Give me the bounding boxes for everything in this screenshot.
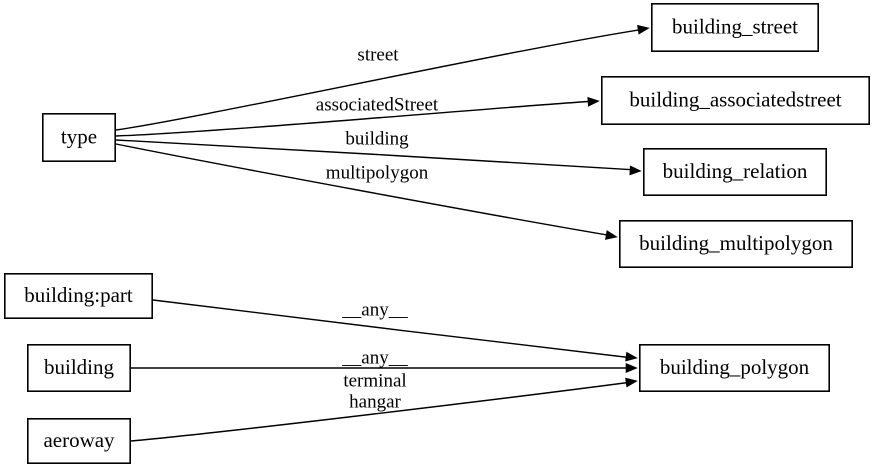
node-label: building_multipolygon bbox=[639, 231, 833, 255]
arrowhead-icon bbox=[625, 377, 638, 388]
node-building_relation[interactable]: building_relation bbox=[642, 148, 827, 197]
edges-layer bbox=[115, 24, 650, 442]
node-building_associatedstreet[interactable]: building_associatedstreet bbox=[600, 76, 870, 126]
edge-line bbox=[115, 143, 614, 237]
edge-label-aeroway-terminal-hangar: hangar bbox=[349, 391, 401, 412]
edge-line bbox=[115, 139, 638, 171]
edge-label-building-any: __any__ bbox=[341, 347, 408, 368]
node-box[interactable] bbox=[600, 76, 870, 126]
node-label: building_street bbox=[672, 14, 798, 38]
edge-aeroway-terminal-hangar bbox=[130, 377, 638, 442]
edge-label-type-associatedstreet: associatedStreet bbox=[316, 94, 439, 115]
edge-type-street bbox=[115, 24, 650, 131]
edge-type-associatedstreet bbox=[115, 96, 600, 137]
arrowhead-icon bbox=[587, 96, 600, 107]
edge-line bbox=[152, 299, 634, 359]
node-box[interactable] bbox=[4, 272, 153, 319]
node-building[interactable]: building bbox=[26, 343, 132, 392]
node-building_polygon[interactable]: building_polygon bbox=[638, 343, 830, 392]
node-aeroway[interactable]: aeroway bbox=[26, 417, 132, 464]
edge-line bbox=[115, 28, 646, 131]
arrowhead-icon bbox=[625, 351, 638, 362]
node-label: building bbox=[44, 355, 115, 379]
node-box[interactable] bbox=[26, 343, 132, 392]
node-type[interactable]: type bbox=[41, 113, 117, 163]
edge-label-buildingpart-any: __any__ bbox=[341, 299, 408, 320]
edge-label-type-street: street bbox=[357, 44, 399, 65]
edge-type-multipolygon bbox=[115, 143, 618, 240]
arrowhead-icon bbox=[637, 24, 650, 35]
edge-labels-layer: street associatedStreet building multipolyg… bbox=[316, 44, 439, 412]
node-label: type bbox=[61, 124, 97, 148]
arrowhead-icon bbox=[629, 165, 642, 176]
arrowhead-icon bbox=[625, 363, 638, 373]
node-label: building:part bbox=[24, 283, 133, 307]
node-label: aeroway bbox=[43, 428, 115, 452]
node-box[interactable] bbox=[650, 2, 819, 53]
arrowhead-icon bbox=[605, 230, 618, 240]
edge-buildingpart-any bbox=[152, 299, 638, 362]
edge-label-aeroway-terminal-hangar: terminal bbox=[343, 370, 406, 391]
edge-line bbox=[130, 381, 633, 442]
node-box[interactable] bbox=[638, 343, 830, 392]
edge-line bbox=[115, 100, 596, 137]
node-box[interactable] bbox=[26, 417, 132, 464]
edge-label-type-building: building bbox=[345, 128, 409, 149]
node-building_street[interactable]: building_street bbox=[650, 2, 819, 53]
node-box[interactable] bbox=[41, 113, 117, 163]
node-box[interactable] bbox=[642, 148, 827, 197]
node-label: building_associatedstreet bbox=[629, 87, 841, 111]
node-label: building_polygon bbox=[660, 355, 810, 379]
edge-building-any bbox=[131, 363, 638, 373]
nodes-layer: type building_street building_associatedst… bbox=[4, 2, 870, 464]
edge-label-type-multipolygon: multipolygon bbox=[326, 162, 429, 183]
edge-type-building bbox=[115, 139, 642, 176]
node-building_multipolygon[interactable]: building_multipolygon bbox=[618, 220, 853, 269]
node-label: building_relation bbox=[663, 159, 808, 183]
node-building_part[interactable]: building:part bbox=[4, 272, 153, 319]
node-box[interactable] bbox=[618, 220, 853, 269]
